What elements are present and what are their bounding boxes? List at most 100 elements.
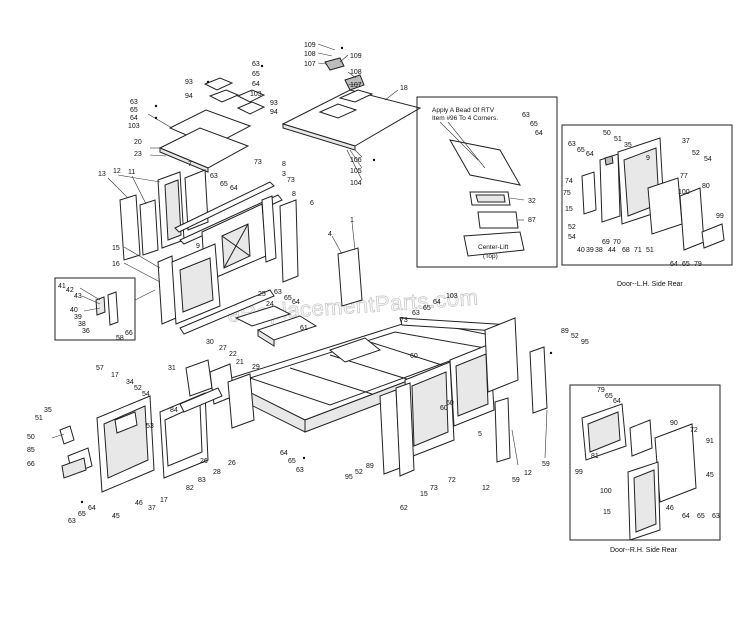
callout: 72 bbox=[448, 477, 456, 484]
callout: 54 bbox=[704, 156, 712, 163]
callout: 108 bbox=[304, 51, 316, 58]
center-lift-sublabel: (Top) bbox=[483, 253, 498, 260]
callout: 1 bbox=[350, 217, 354, 224]
callout: 18 bbox=[400, 85, 408, 92]
callout: 11 bbox=[128, 169, 135, 176]
callout: 66 bbox=[125, 330, 133, 337]
callout: 77 bbox=[680, 173, 688, 180]
callout: 82 bbox=[186, 485, 194, 492]
callout: 42 bbox=[66, 287, 74, 294]
callout: 65 bbox=[682, 261, 690, 268]
callout: 63 bbox=[568, 141, 576, 148]
callout: 60 bbox=[446, 400, 454, 407]
callout: 24 bbox=[266, 301, 274, 308]
left-front-panels bbox=[123, 243, 275, 335]
rail-73 bbox=[174, 181, 275, 233]
door-lh-80 bbox=[679, 187, 705, 251]
callout: 65 bbox=[284, 295, 292, 302]
callout: 94 bbox=[185, 93, 193, 100]
callout: 109 bbox=[304, 42, 316, 49]
callout: 64 bbox=[292, 299, 300, 306]
callout: 65 bbox=[220, 181, 228, 188]
callout: 21 bbox=[236, 359, 244, 366]
panels-1-4 bbox=[331, 221, 363, 307]
callout: 52 bbox=[355, 469, 363, 476]
callout: 79 bbox=[694, 261, 702, 268]
callout: 85 bbox=[27, 447, 35, 454]
callout: 63 bbox=[522, 112, 530, 119]
callout: 74 bbox=[565, 178, 573, 185]
front-left-panel-group bbox=[51, 392, 209, 493]
callout: 64 bbox=[230, 185, 238, 192]
callout: 103 bbox=[128, 123, 140, 130]
callout: 63 bbox=[252, 61, 260, 68]
callout: 15 bbox=[420, 491, 428, 498]
callout-labels: 109 108 107 109 108 107 18 106 105 104 6… bbox=[27, 42, 724, 525]
callout: 64 bbox=[586, 151, 594, 158]
callout: 73 bbox=[400, 317, 408, 324]
callout: 51 bbox=[646, 247, 654, 254]
callout: 60 bbox=[410, 353, 418, 360]
callout: 64 bbox=[280, 450, 288, 457]
callout: 70 bbox=[613, 239, 621, 246]
callout: 43 bbox=[74, 293, 82, 300]
callout: 23 bbox=[134, 151, 142, 158]
callout: 72 bbox=[690, 427, 698, 434]
callout: 20 bbox=[134, 139, 142, 146]
callout: 64 bbox=[670, 261, 678, 268]
callout: 37 bbox=[148, 505, 156, 512]
callout: 63 bbox=[68, 518, 76, 525]
callout: 65 bbox=[423, 305, 431, 312]
rtv-note-line1: Apply A Bead Of RTV bbox=[432, 107, 495, 114]
callout: 63 bbox=[130, 99, 138, 106]
callout: 94 bbox=[270, 109, 278, 116]
callout: 25 bbox=[258, 291, 266, 298]
center-lift bbox=[463, 231, 525, 257]
rh-door-inset bbox=[569, 384, 721, 541]
callout: 65 bbox=[288, 458, 296, 465]
callout: 59 bbox=[512, 477, 520, 484]
callout: 65 bbox=[130, 107, 138, 114]
callout: 52 bbox=[692, 150, 700, 157]
rtv-note-line2: Item #96 To 4 Corners. bbox=[432, 115, 498, 122]
center-lift-label: Center-Lift bbox=[478, 244, 509, 251]
callout: 93 bbox=[185, 79, 193, 86]
callout: 9 bbox=[646, 155, 650, 162]
caption-rh-door: Door--R.H. Side Rear bbox=[610, 547, 678, 554]
callout: 64 bbox=[130, 115, 138, 122]
callout: 73 bbox=[254, 159, 262, 166]
callout: 30 bbox=[206, 339, 214, 346]
callout: 57 bbox=[96, 365, 104, 372]
callout: 39 bbox=[74, 314, 82, 321]
callout: 12 bbox=[113, 168, 121, 175]
panel-12c bbox=[529, 346, 548, 414]
callout: 107 bbox=[304, 61, 316, 68]
roof-panel-group bbox=[281, 43, 422, 181]
callout: 34 bbox=[126, 379, 134, 386]
callout: 64 bbox=[535, 130, 543, 137]
callout: 9 bbox=[196, 243, 200, 250]
callout: 81 bbox=[591, 453, 599, 460]
callout: 7 bbox=[188, 161, 192, 168]
clamp-107 bbox=[324, 57, 345, 71]
panel-13 bbox=[119, 194, 141, 261]
center-lift-inset bbox=[416, 96, 558, 268]
roof-opening bbox=[318, 103, 358, 119]
callout: 40 bbox=[577, 247, 585, 254]
callout: 64 bbox=[88, 505, 96, 512]
callout: 95 bbox=[345, 474, 353, 481]
callout: 65 bbox=[530, 121, 538, 128]
lh-door-inset bbox=[561, 124, 733, 266]
callout: 36 bbox=[82, 328, 90, 335]
callout: 50 bbox=[27, 434, 35, 441]
callout: 63 bbox=[712, 513, 720, 520]
callout: 41 bbox=[58, 283, 66, 290]
callout: 106 bbox=[350, 157, 362, 164]
callout: 59 bbox=[542, 461, 550, 468]
callout: 75 bbox=[563, 190, 571, 197]
callout: 64 bbox=[613, 398, 621, 405]
callout: 58 bbox=[116, 335, 124, 342]
callout: 108 bbox=[350, 69, 362, 76]
rails-group bbox=[174, 181, 299, 283]
fastener-dots bbox=[80, 46, 553, 504]
